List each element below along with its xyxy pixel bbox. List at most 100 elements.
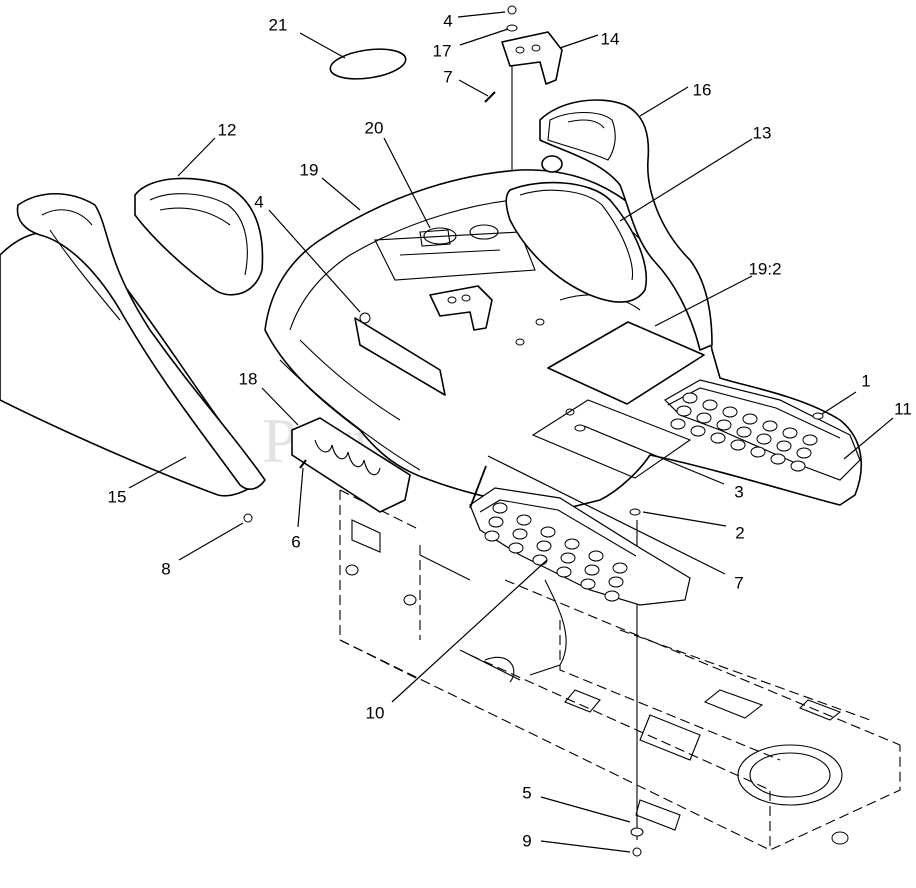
callout-label: 7 — [734, 573, 743, 592]
leader-line — [261, 387, 299, 426]
bolt-top — [484, 91, 496, 103]
tread-cell — [584, 564, 600, 576]
tread-cell — [710, 432, 726, 444]
callout-label: 13 — [753, 123, 772, 142]
callout-label: 10 — [366, 703, 385, 722]
tread-cell — [796, 447, 812, 459]
tread-cell — [508, 542, 524, 554]
callout-label: 3 — [734, 482, 743, 501]
callout-label: 21 — [269, 15, 288, 34]
washer-3 — [574, 424, 586, 432]
leader-line — [458, 79, 489, 97]
tread-cell — [536, 540, 552, 552]
leader-line — [321, 177, 361, 211]
round-decal — [329, 48, 407, 80]
callout-label: 9 — [522, 831, 531, 850]
tread-cell — [756, 433, 772, 445]
callout-label: 15 — [108, 487, 127, 506]
callout-label: 1 — [861, 371, 870, 390]
tread-cell — [716, 419, 732, 431]
tread-cell — [604, 590, 620, 602]
leader-line — [654, 275, 753, 327]
nut-9 — [632, 847, 642, 857]
tread-cell — [560, 552, 576, 564]
tread-cell — [564, 538, 580, 550]
leader-line — [457, 11, 506, 18]
leader-line — [299, 32, 346, 59]
nut-4 — [359, 312, 371, 324]
screw-8 — [243, 513, 253, 523]
leader-line — [843, 417, 894, 460]
tread-cell — [782, 427, 798, 439]
tread-cell — [690, 425, 706, 437]
washer-5 — [630, 827, 644, 837]
callout-label: 11 — [894, 399, 912, 418]
tread-cell — [790, 460, 806, 472]
tread-cell — [742, 413, 758, 425]
tread-cell — [802, 434, 818, 446]
side-fender — [0, 192, 266, 497]
leader-line — [540, 840, 631, 853]
tread-cell — [512, 528, 528, 540]
tread-cell — [776, 440, 792, 452]
tread-cell — [670, 418, 686, 430]
right-footrest — [664, 379, 861, 481]
leader-line — [128, 456, 187, 489]
leader-line — [540, 796, 631, 823]
leader-line — [559, 34, 599, 49]
leader-line — [619, 138, 753, 222]
callout-label: 14 — [601, 29, 620, 48]
callout-label: 16 — [693, 80, 712, 99]
leader-line — [459, 28, 509, 46]
tread-cell — [762, 420, 778, 432]
tread-cell — [750, 446, 766, 458]
tread-cell — [532, 554, 548, 566]
callout-label: 6 — [291, 532, 300, 551]
leader-line — [177, 137, 216, 177]
callout-label: 8 — [161, 559, 170, 578]
tread-cell — [516, 514, 532, 526]
oval-panel — [505, 181, 648, 303]
top-bracket — [501, 5, 563, 85]
callout-label: 19:2 — [748, 259, 781, 278]
leader-line — [821, 391, 857, 415]
tread-cell — [608, 576, 624, 588]
tread-cell — [696, 412, 712, 424]
trim-strip — [354, 317, 446, 396]
leader-line — [583, 425, 725, 485]
callout-label: 4 — [254, 192, 263, 211]
leader-line — [297, 467, 304, 528]
leader-line — [639, 86, 689, 117]
screw-6 — [299, 459, 307, 469]
bolt-7 — [469, 465, 487, 509]
callout-label: 12 — [218, 120, 237, 139]
tread-cell — [730, 439, 746, 451]
callout-label: 17 — [433, 41, 452, 60]
seat-pad — [134, 177, 264, 296]
clip-1 — [812, 412, 824, 420]
seat-back — [539, 99, 713, 351]
leader-line — [487, 455, 726, 575]
slotted-plate — [291, 417, 411, 513]
leader-line — [642, 511, 727, 527]
tread-cell — [488, 516, 504, 528]
tread-cell — [492, 502, 508, 514]
tread-cell — [612, 562, 628, 574]
mid-bracket — [429, 285, 493, 331]
tread-cell — [682, 392, 698, 404]
callout-label: 19 — [300, 160, 319, 179]
callout-label: 18 — [239, 369, 258, 388]
callout-label: 2 — [735, 523, 744, 542]
decal-sheet — [547, 321, 705, 405]
clip-2 — [629, 508, 641, 516]
leader-line — [268, 209, 361, 313]
tread-cell — [770, 453, 786, 465]
callout-label: 7 — [443, 67, 452, 86]
decal-area — [531, 399, 692, 479]
tread-cell — [676, 405, 692, 417]
tread-cell — [722, 406, 738, 418]
callout-label: 5 — [522, 783, 531, 802]
leader-line — [178, 522, 244, 561]
